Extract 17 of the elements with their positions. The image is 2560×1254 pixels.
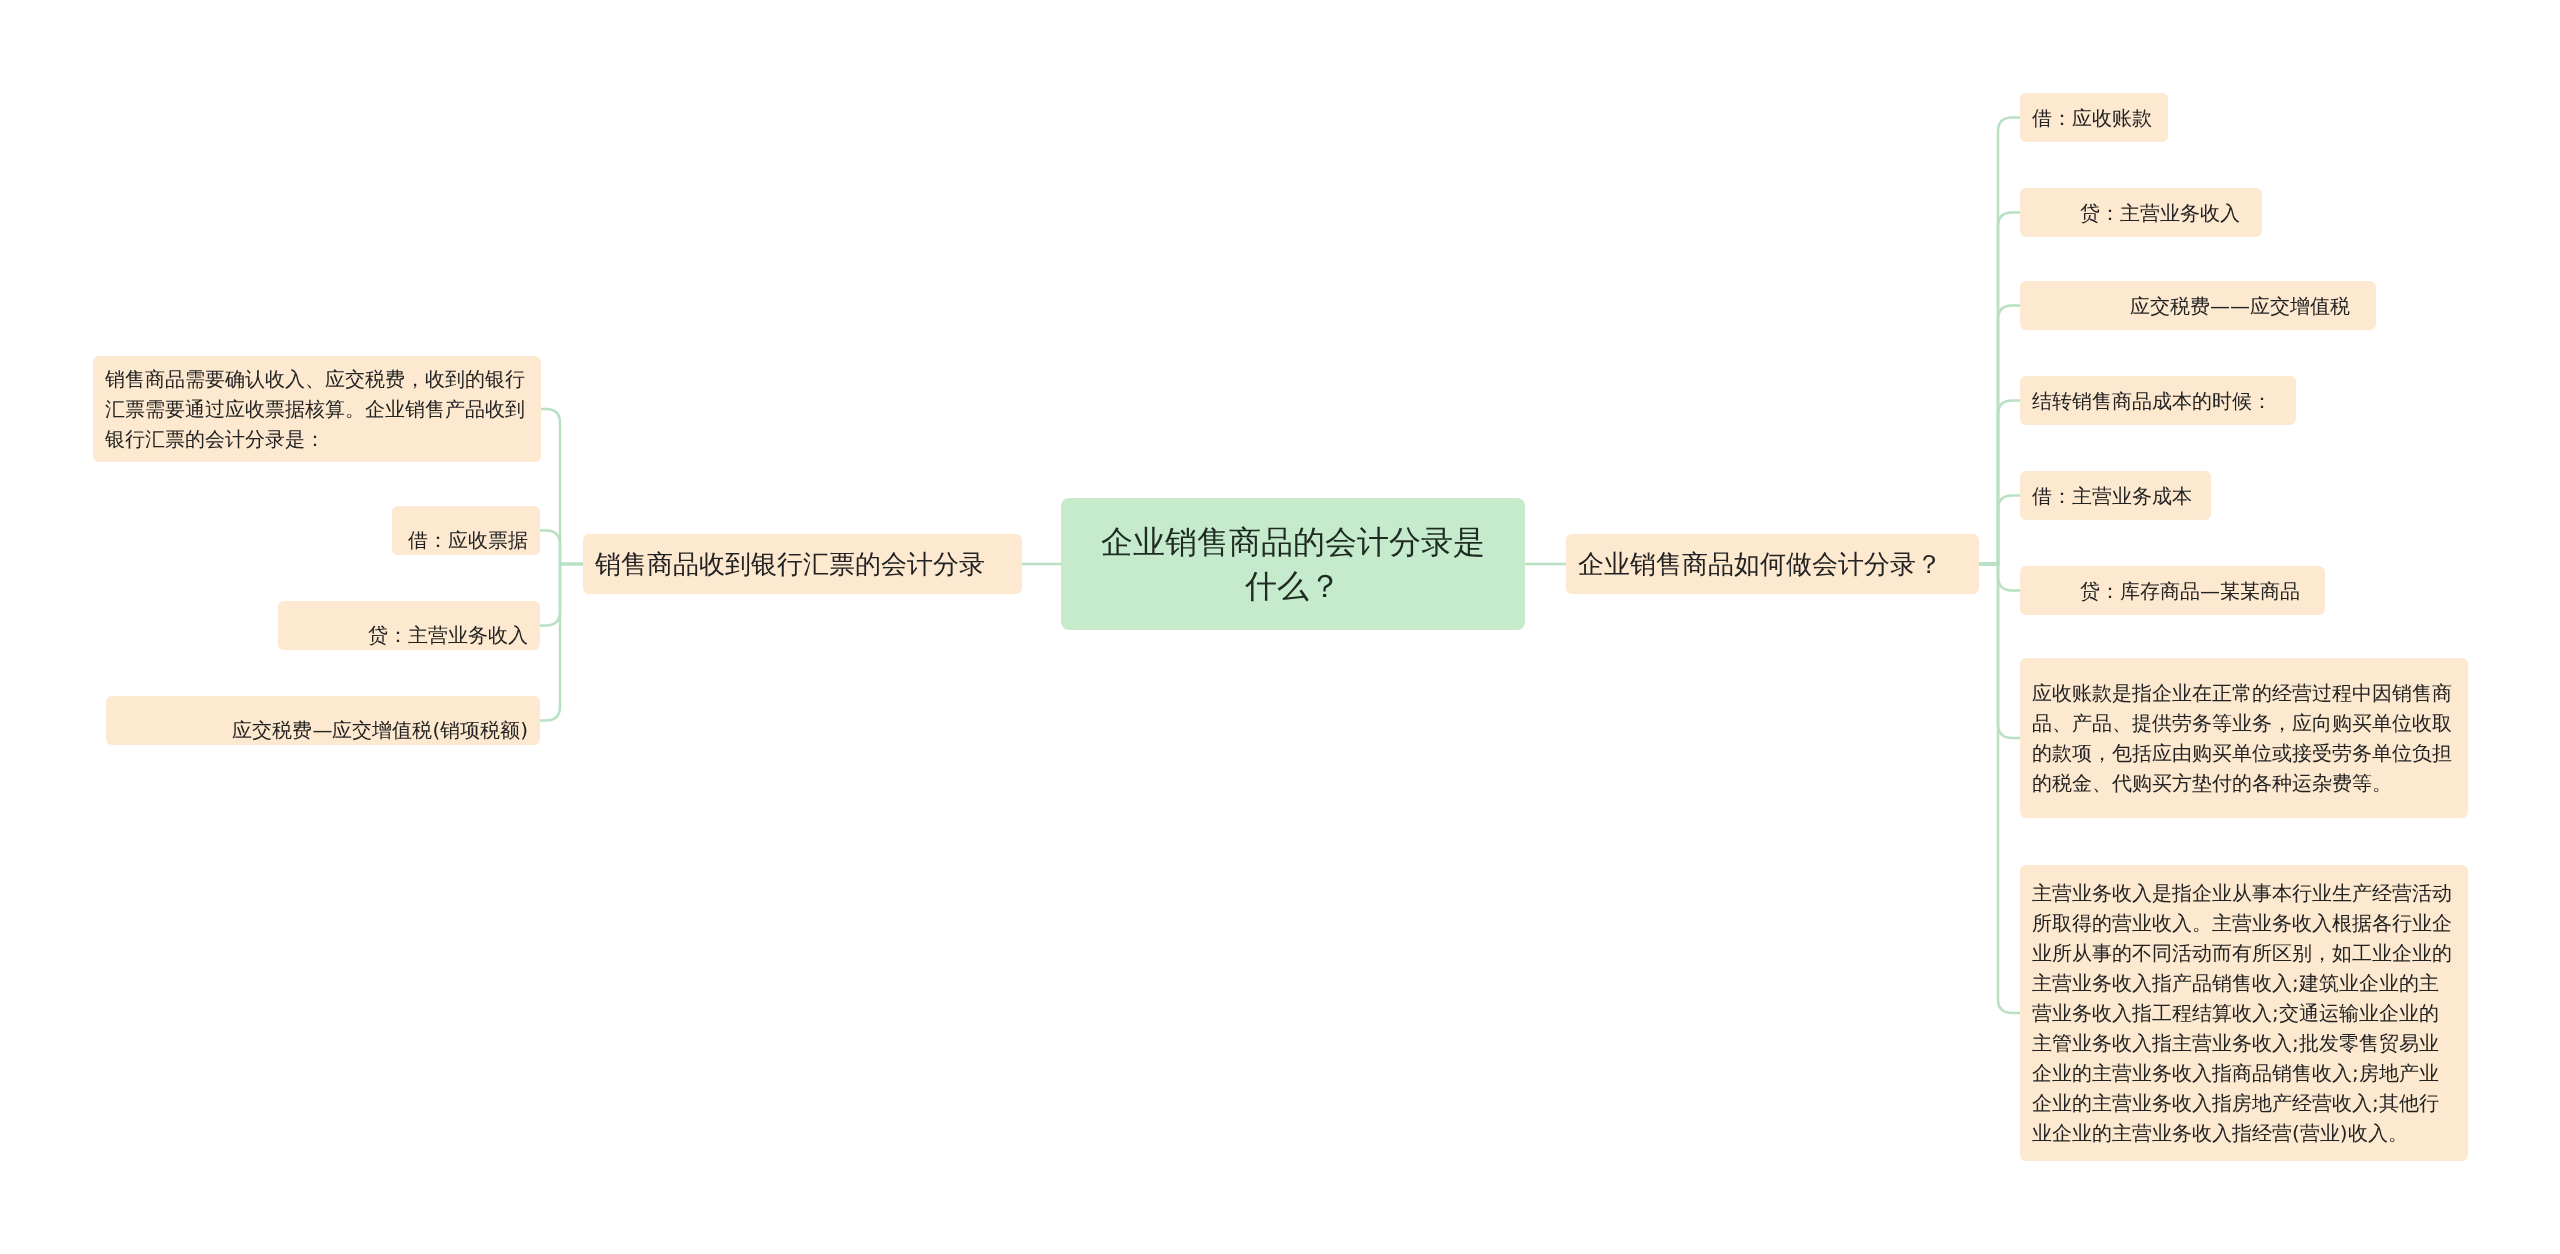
entry-box: 贷：主营业务收入 — [278, 601, 540, 650]
entry-box: 贷：主营业务收入 — [2020, 188, 2262, 237]
branch-topic: 销售商品收到银行汇票的会计分录 — [583, 534, 1022, 594]
connector-line — [1525, 562, 1566, 566]
entry-box: 借：应收票据 — [392, 506, 540, 555]
entry-box: 借：应收账款 — [2020, 93, 2168, 142]
entry-box: 结转销售商品成本的时候： — [2020, 376, 2296, 425]
entry-box: 应交税费—应交增值税(销项税额) — [106, 696, 540, 745]
entry-box: 贷：库存商品—某某商品 — [2020, 566, 2325, 615]
description-box: 主营业务收入是指企业从事本行业生产经营活动所取得的营业收入。主营业务收入根据各行业企业所从事的不同活动而有所区别，如工业企业的主营业务收入指产品销售收入;建筑业企业的主营业务收入指工程结算收入;交通运输业企业的主管业务收入指主营业务收入;批发零售贸易业企业的主营业务收入指商品销售收入;房地产业企业的主营业务收入指房地产经营收入;其他行业企业的主营业务收入指经营(营业)收入。 — [2020, 865, 2468, 1161]
entry-box: 借：主营业务成本 — [2020, 471, 2211, 520]
central-topic: 企业销售商品的会计分录是什么？ — [1061, 498, 1525, 630]
description-box: 应收账款是指企业在正常的经营过程中因销售商品、产品、提供劳务等业务，应向购买单位收取的款项，包括应由购买单位或接受劳务单位负担的税金、代购买方垫付的各种运杂费等。 — [2020, 658, 2468, 818]
entry-box: 应交税费——应交增值税 — [2020, 281, 2376, 330]
description-box: 销售商品需要确认收入、应交税费，收到的银行汇票需要通过应收票据核算。企业销售产品收到银行汇票的会计分录是： — [93, 356, 541, 462]
connector-line — [1022, 562, 1061, 566]
branch-topic: 企业销售商品如何做会计分录？ — [1566, 534, 1979, 594]
